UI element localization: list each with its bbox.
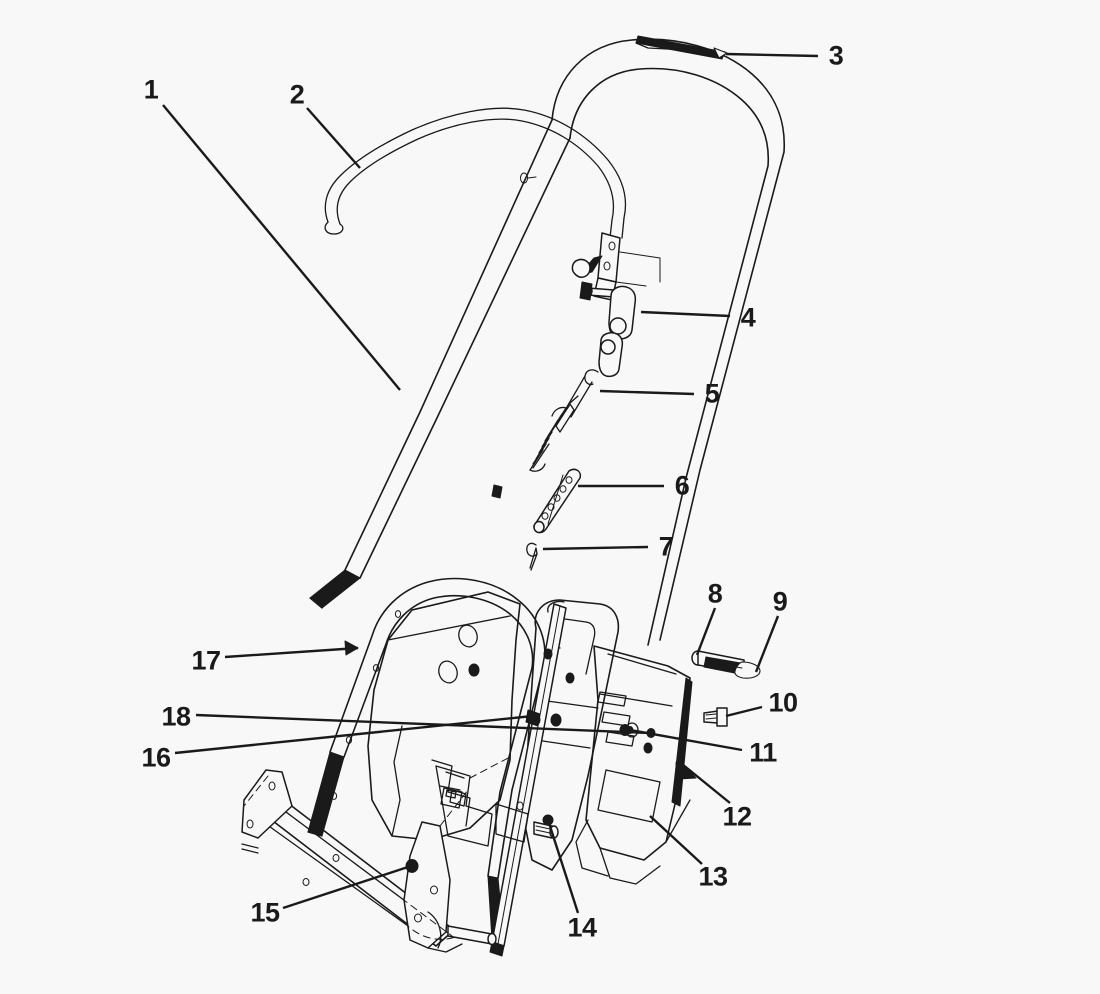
callout-11-lock-nut: 11 [749,737,777,768]
callout-15-roller-shaft-bracket: 15 [250,897,280,928]
handle-grip-strip-part [635,35,728,60]
leader-lines [162,52,819,914]
callout-9-hairpin-cotter: 9 [772,586,788,617]
callout-5-extension-spring: 5 [704,378,720,409]
right-side-shield-part [575,645,693,885]
callout-13-right-side-shield: 13 [698,861,728,892]
chassis-base-plate [435,755,529,847]
callout-17-lower-handle-frame: 17 [191,645,221,676]
extension-spring-part [529,369,599,472]
leader-line-extension-spring [599,389,695,396]
leader-line-control-bushing-knob [640,310,731,318]
left-side-shield-panel [367,591,521,841]
roller-shaft-assembly [241,769,497,953]
leader-line-cotter-hook-pin [542,545,649,551]
leader-line-lower-handle-frame [224,646,359,659]
leader-line-flange-nut [195,713,652,735]
callout-3-handle-grip-strip: 3 [828,40,844,71]
leader-line-carriage-bolt [174,714,534,755]
callout-14-lower-mount-bolt: 14 [567,912,597,943]
callout-7-cotter-hook-pin: 7 [658,531,674,562]
leader-line-handle-grip-strip [725,52,819,58]
leader-line-bail-control-lever-rod [306,107,361,169]
handle-pin-detail [520,172,537,184]
callout-4-control-bushing-knob: 4 [740,302,756,333]
leader-line-right-side-shield [649,815,703,865]
leader-line-clevis-pin [695,607,717,656]
control-lever-bracket [571,232,661,301]
callout-6-height-adjuster-bar: 6 [674,470,690,501]
callout-10-hex-bolt: 10 [768,687,798,718]
hex-bolt-part [703,707,728,727]
callout-16-carriage-bolt: 16 [141,742,171,773]
hairpin-cotter-part [703,656,761,679]
callout-18-flange-nut: 18 [161,701,191,732]
bail-control-lever-rod-part [324,107,627,239]
leader-line-upper-handle-tube [162,104,401,391]
leader-line-hairpin-cotter [754,615,780,673]
leader-line-roller-shaft-bracket [282,864,412,910]
callout-2-bail-control-lever-rod: 2 [289,79,305,110]
diagonal-mount-bar [489,603,567,957]
control-bushing-knob-part [598,285,637,378]
leader-line-lower-mount-bolt [546,819,580,914]
leader-line-hex-bolt [725,705,763,718]
callout-8-clevis-pin: 8 [707,578,723,609]
callout-1-upper-handle-tube: 1 [143,74,159,105]
callout-12-panel-rivet: 12 [722,801,752,832]
height-adjuster-bar-part [533,468,582,534]
upper-handle-tube-part [309,38,786,646]
leader-line-panel-rivet [681,763,731,804]
cotter-hook-pin-part [526,542,538,571]
